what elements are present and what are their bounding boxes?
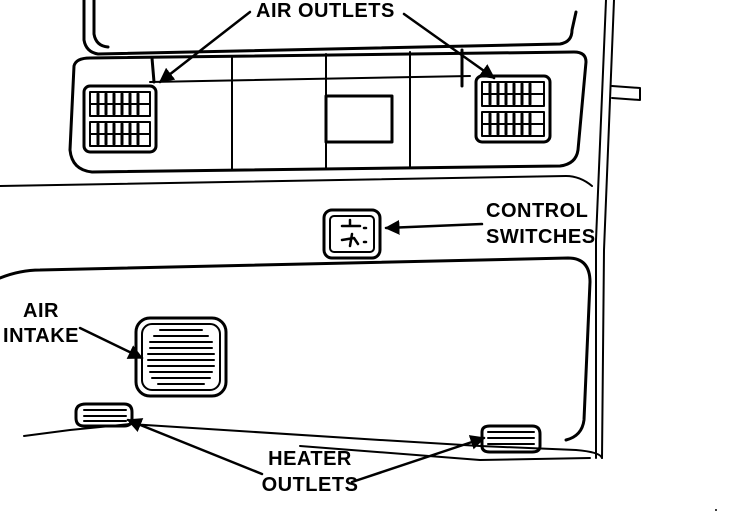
label-outlets: OUTLETS xyxy=(261,474,359,496)
console-display xyxy=(324,94,394,144)
control-switch-panel xyxy=(322,208,382,260)
label-control: CONTROL xyxy=(486,200,589,222)
scan-speck xyxy=(715,509,717,511)
upper-console-face xyxy=(68,50,588,174)
console-top-edge xyxy=(82,0,578,56)
label-intake: INTAKE xyxy=(3,325,79,347)
right-bracket xyxy=(611,85,641,101)
label-air-outlets: AIR OUTLETS xyxy=(256,0,395,22)
arrow-control-switches xyxy=(384,219,484,235)
arrow-air-outlet-right xyxy=(402,12,496,80)
air-intake-grille xyxy=(134,316,228,398)
arrow-heater-outlet-left xyxy=(126,418,264,476)
label-air: AIR xyxy=(23,300,59,322)
left-heater-outlet xyxy=(74,402,134,428)
lower-panel-outline xyxy=(0,256,592,442)
label-heater: HEATER xyxy=(268,448,352,470)
floor-trim-2 xyxy=(299,445,591,461)
label-switches: SWITCHES xyxy=(486,226,596,248)
right-heater-outlet xyxy=(480,424,542,454)
arrow-heater-outlet-right xyxy=(350,435,486,484)
console-seam xyxy=(149,75,471,83)
left-air-outlet xyxy=(82,84,158,154)
floor-trim xyxy=(23,423,603,459)
console-top-inner-edge xyxy=(92,0,110,49)
headliner-edge xyxy=(0,175,593,187)
right-air-outlet xyxy=(474,74,552,144)
arrow-air-intake xyxy=(78,326,144,360)
right-pillar xyxy=(595,0,615,459)
arrow-air-outlet-left xyxy=(158,10,252,84)
console-divider-1 xyxy=(150,56,156,84)
